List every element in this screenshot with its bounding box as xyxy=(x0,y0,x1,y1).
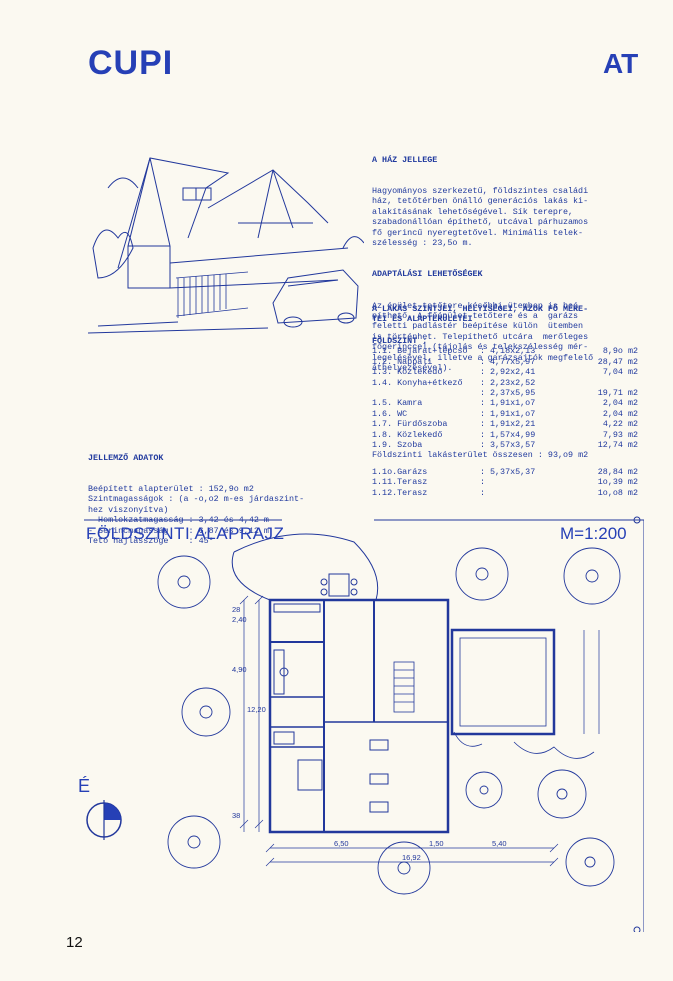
room-row: 1.1. Bejárat+lépcső:4,18x2,13 8,9o m2 xyxy=(372,346,638,356)
room-dim: 1,57x4,99 xyxy=(490,429,536,440)
room-dim: 4,77x5,97 xyxy=(490,356,536,367)
room-row: 1.8. Közlekedő:1,57x4,99 7,93 m2 xyxy=(372,430,638,440)
room-area xyxy=(588,378,638,388)
room-area: 28,47 m2 xyxy=(597,356,638,367)
room-area: 4,22 m2 xyxy=(602,419,638,430)
room-name: 1.4. Konyha+étkező xyxy=(372,377,463,388)
colon-separator: : xyxy=(480,367,486,378)
dim-1220: 12,20 xyxy=(247,705,266,714)
plan-scale: M=1:200 xyxy=(560,524,627,543)
room-name: 1.3. Közlekedő xyxy=(372,367,443,378)
brand-title: CUPI xyxy=(88,44,174,82)
room-name xyxy=(372,388,480,398)
page-number: 12 xyxy=(66,934,83,951)
dim-38: 38 xyxy=(232,811,240,820)
colon-separator: : xyxy=(480,477,486,488)
room-row: 1.12.Terasz: 1o,o8 m2 xyxy=(372,488,638,498)
room-name: 1.6. WC xyxy=(372,408,408,419)
dim-240: 2,40 xyxy=(232,615,247,624)
room-dim xyxy=(490,488,588,498)
room-row: 1.6. WC:1,91x1,o7 2,04 m2 xyxy=(372,409,638,419)
adaptation-text: Az épület tetőtere későbbi ütemben is be… xyxy=(372,300,594,373)
room-name: 1.12.Terasz xyxy=(372,487,428,498)
north-label: É xyxy=(78,776,91,796)
room-row: :2,37x5,95 19,71 m2 xyxy=(372,388,638,398)
room-area: 12,74 m2 xyxy=(597,440,638,451)
room-row: 1.5. Kamra:1,91x1,o7 2,04 m2 xyxy=(372,398,638,408)
colon-separator: : xyxy=(480,419,486,430)
rooms-heading: A LAKÁS SZINTJEI, HELYISÉGEI, AZOK FŐ MÉ… xyxy=(372,304,589,325)
colon-separator: : xyxy=(480,466,486,477)
colon-separator: : xyxy=(480,398,486,409)
room-name: 1.5. Kamra xyxy=(372,398,423,409)
room-dim: 2,23x2,52 xyxy=(490,377,536,388)
room-area: 28,84 m2 xyxy=(597,466,638,477)
room-dim: 1,91x2,21 xyxy=(490,419,536,430)
room-name: 1.9. Szoba xyxy=(372,440,423,451)
room-dim xyxy=(490,477,588,487)
room-row: 1.4. Konyha+étkező:2,23x2,52 xyxy=(372,378,638,388)
room-dim: 1,91x1,o7 xyxy=(490,408,536,419)
dim-540: 5,40 xyxy=(492,839,507,848)
dim-650: 6,50 xyxy=(334,839,349,848)
room-row: 1.1o.Garázs:5,37x5,37 28,84 m2 xyxy=(372,467,638,477)
room-dim: 1,91x1,o7 xyxy=(490,398,536,409)
room-row: 1.7. Fürdőszoba:1,91x2,21 4,22 m2 xyxy=(372,419,638,429)
colon-separator: : xyxy=(480,377,486,388)
house-type-text: Hagyományos szerkezetű, földszintes csal… xyxy=(372,186,589,249)
room-row: 1.9. Szoba:3,57x3,57 12,74 m2 xyxy=(372,440,638,450)
room-area: 2,04 m2 xyxy=(602,408,638,419)
dim-1692: 16,92 xyxy=(402,853,421,862)
colon-separator: : xyxy=(480,429,486,440)
total-value: 93,o9 m2 xyxy=(547,450,589,461)
total-label: Földszinti lakásterület összesen : xyxy=(372,450,543,461)
colon-separator: : xyxy=(480,356,486,367)
series-code: AT xyxy=(603,48,639,79)
room-area: 8,9o m2 xyxy=(602,346,638,357)
room-area: 1o,o8 m2 xyxy=(597,487,638,498)
room-row: 1.3. Közlekedő:2,92x2,41 7,04 m2 xyxy=(372,367,638,377)
adaptation-heading: ADAPTÁLÁSI LEHETŐSÉGEK xyxy=(372,269,483,280)
colon-separator: : xyxy=(480,388,486,399)
colon-separator: : xyxy=(480,346,486,357)
room-name: 1.8. Közlekedő xyxy=(372,429,443,440)
colon-separator: : xyxy=(480,408,486,419)
room-area: 1o,39 m2 xyxy=(597,477,638,488)
room-dim: 4,18x2,13 xyxy=(490,346,536,357)
characteristic-data: JELLEMZŐ ADATOK Beépített alapterület : … xyxy=(88,432,304,557)
room-row: 1.2. Nappali:4,77x5,97 28,47 m2 xyxy=(372,357,638,367)
floor-label: FÖLDSZINT : xyxy=(372,336,428,346)
room-dim: 3,57x3,57 xyxy=(490,440,536,451)
room-area: 19,71 m2 xyxy=(597,388,638,399)
colon-separator: : xyxy=(480,487,486,498)
house-perspective-sketch xyxy=(88,157,364,334)
room-name: 1.7. Fürdőszoba xyxy=(372,419,448,430)
room-dim: 2,37x5,95 xyxy=(490,388,536,399)
room-name: 1.2. Nappali xyxy=(372,356,433,367)
data-heading: JELLEMZŐ ADATOK xyxy=(88,452,164,463)
floor-plan-title: FÖLDSZINTI ALAPRAJZ xyxy=(86,524,285,543)
room-area: 7,93 m2 xyxy=(602,429,638,440)
dim-490: 4,90 xyxy=(232,665,247,674)
room-dim: 5,37x5,37 xyxy=(490,466,536,477)
north-arrow-icon xyxy=(86,800,122,840)
room-row: 1.11.Terasz: 1o,39 m2 xyxy=(372,477,638,487)
description-block: A HÁZ JELLEGE Hagyományos szerkezetű, fö… xyxy=(372,134,634,384)
floor-plan-drawing: 2,40 4,90 12,20 6,50 1,50 5,40 16,92 38 … xyxy=(84,516,644,932)
room-name: 1.1. Bejárat+lépcső xyxy=(372,346,468,357)
dim-150: 1,50 xyxy=(429,839,444,848)
total-row: Földszinti lakásterület összesen : 93,o9… xyxy=(372,450,638,460)
dim-28: 28 xyxy=(232,605,240,614)
colon-separator: : xyxy=(480,440,486,451)
room-area: 2,04 m2 xyxy=(602,398,638,409)
room-area: 7,04 m2 xyxy=(602,367,638,378)
north-marker: É xyxy=(78,776,90,797)
house-type-heading: A HÁZ JELLEGE xyxy=(372,154,438,165)
room-name: 1.1o.Garázs xyxy=(372,466,428,477)
room-name: 1.11.Terasz xyxy=(372,477,428,488)
rooms-table: FÖLDSZINT : 1.1. Bejárat+lépcső:4,18x2,1… xyxy=(372,336,638,498)
room-dim: 2,92x2,41 xyxy=(490,367,536,378)
